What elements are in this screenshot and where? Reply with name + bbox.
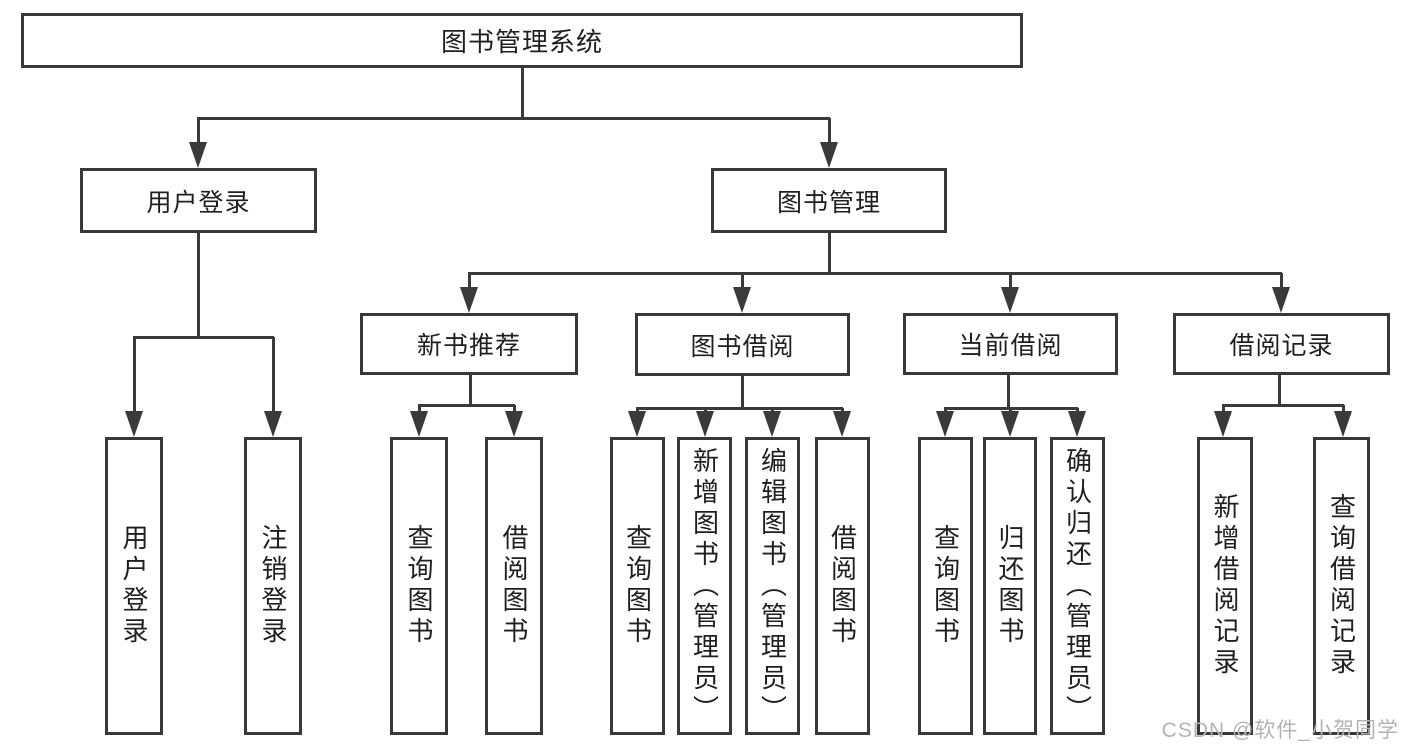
leaf-edit-book-admin: 编辑图书（管理员） bbox=[745, 437, 800, 735]
connector-hline bbox=[636, 407, 843, 410]
arrow-down-icon bbox=[1068, 411, 1086, 437]
connector-hline bbox=[418, 404, 515, 407]
leaf-query-books-2: 查询图书 bbox=[610, 437, 665, 735]
watermark: CSDN @软件_小贺同学 bbox=[1161, 719, 1399, 742]
node-current-borrow: 当前借阅 bbox=[903, 313, 1118, 375]
connector-vline bbox=[1009, 273, 1012, 290]
connector-hline bbox=[1222, 404, 1344, 407]
arrow-down-icon bbox=[189, 142, 207, 168]
leaf-return-book: 归还图书 bbox=[983, 437, 1037, 735]
connector-hline bbox=[197, 117, 830, 120]
connector-vline bbox=[741, 376, 744, 408]
arrow-down-icon bbox=[833, 411, 851, 437]
arrow-down-icon bbox=[505, 411, 523, 437]
leaf-add-borrow-record: 新增借阅记录 bbox=[1197, 437, 1253, 735]
arrow-down-icon bbox=[696, 411, 714, 437]
arrow-down-icon bbox=[1272, 287, 1290, 313]
connector-vline bbox=[468, 273, 471, 290]
connector-vline bbox=[828, 118, 831, 145]
node-book-management: 图书管理 bbox=[711, 168, 947, 233]
connector-hline bbox=[133, 336, 274, 339]
leaf-confirm-return-admin: 确认归还（管理员） bbox=[1050, 437, 1105, 735]
leaf-query-borrow-record: 查询借阅记录 bbox=[1313, 437, 1370, 735]
node-book-borrow: 图书借阅 bbox=[635, 313, 850, 376]
connector-vline bbox=[521, 68, 524, 118]
leaf-borrow-books-2: 借阅图书 bbox=[815, 437, 870, 735]
leaf-user-login: 用户登录 bbox=[105, 437, 163, 735]
node-borrow-records: 借阅记录 bbox=[1173, 313, 1390, 375]
connector-vline bbox=[469, 375, 472, 405]
arrow-down-icon bbox=[264, 411, 282, 437]
connector-hline bbox=[468, 272, 1282, 275]
node-new-book-recommend: 新书推荐 bbox=[360, 313, 578, 375]
arrow-down-icon bbox=[1001, 411, 1019, 437]
arrow-down-icon bbox=[460, 287, 478, 313]
arrow-down-icon bbox=[628, 411, 646, 437]
arrow-down-icon bbox=[733, 287, 751, 313]
connector-vline bbox=[1222, 405, 1225, 414]
connector-vline bbox=[197, 118, 200, 145]
node-user-login: 用户登录 bbox=[80, 168, 317, 233]
leaf-borrow-books-1: 借阅图书 bbox=[485, 437, 543, 735]
connector-vline bbox=[513, 405, 516, 414]
arrow-down-icon bbox=[1334, 411, 1352, 437]
leaf-query-books-1: 查询图书 bbox=[390, 437, 448, 735]
connector-vline bbox=[418, 405, 421, 414]
connector-vline bbox=[1007, 375, 1010, 408]
arrow-down-icon bbox=[1214, 411, 1232, 437]
arrow-down-icon bbox=[1001, 287, 1019, 313]
connector-hline bbox=[944, 407, 1078, 410]
leaf-logout: 注销登录 bbox=[244, 437, 302, 735]
connector-vline bbox=[741, 273, 744, 290]
connector-vline bbox=[197, 233, 200, 337]
connector-vline bbox=[272, 337, 275, 414]
connector-vline bbox=[1278, 372, 1281, 405]
node-root: 图书管理系统 bbox=[21, 13, 1023, 68]
arrow-down-icon bbox=[820, 142, 838, 168]
arrow-down-icon bbox=[125, 411, 143, 437]
arrow-down-icon bbox=[763, 411, 781, 437]
arrow-down-icon bbox=[936, 411, 954, 437]
connector-vline bbox=[133, 337, 136, 414]
connector-vline bbox=[1342, 405, 1345, 414]
leaf-query-books-3: 查询图书 bbox=[918, 437, 973, 735]
connector-vline bbox=[1280, 273, 1283, 290]
connector-vline bbox=[828, 233, 831, 273]
arrow-down-icon bbox=[410, 411, 428, 437]
leaf-add-book-admin: 新增图书（管理员） bbox=[677, 437, 732, 735]
